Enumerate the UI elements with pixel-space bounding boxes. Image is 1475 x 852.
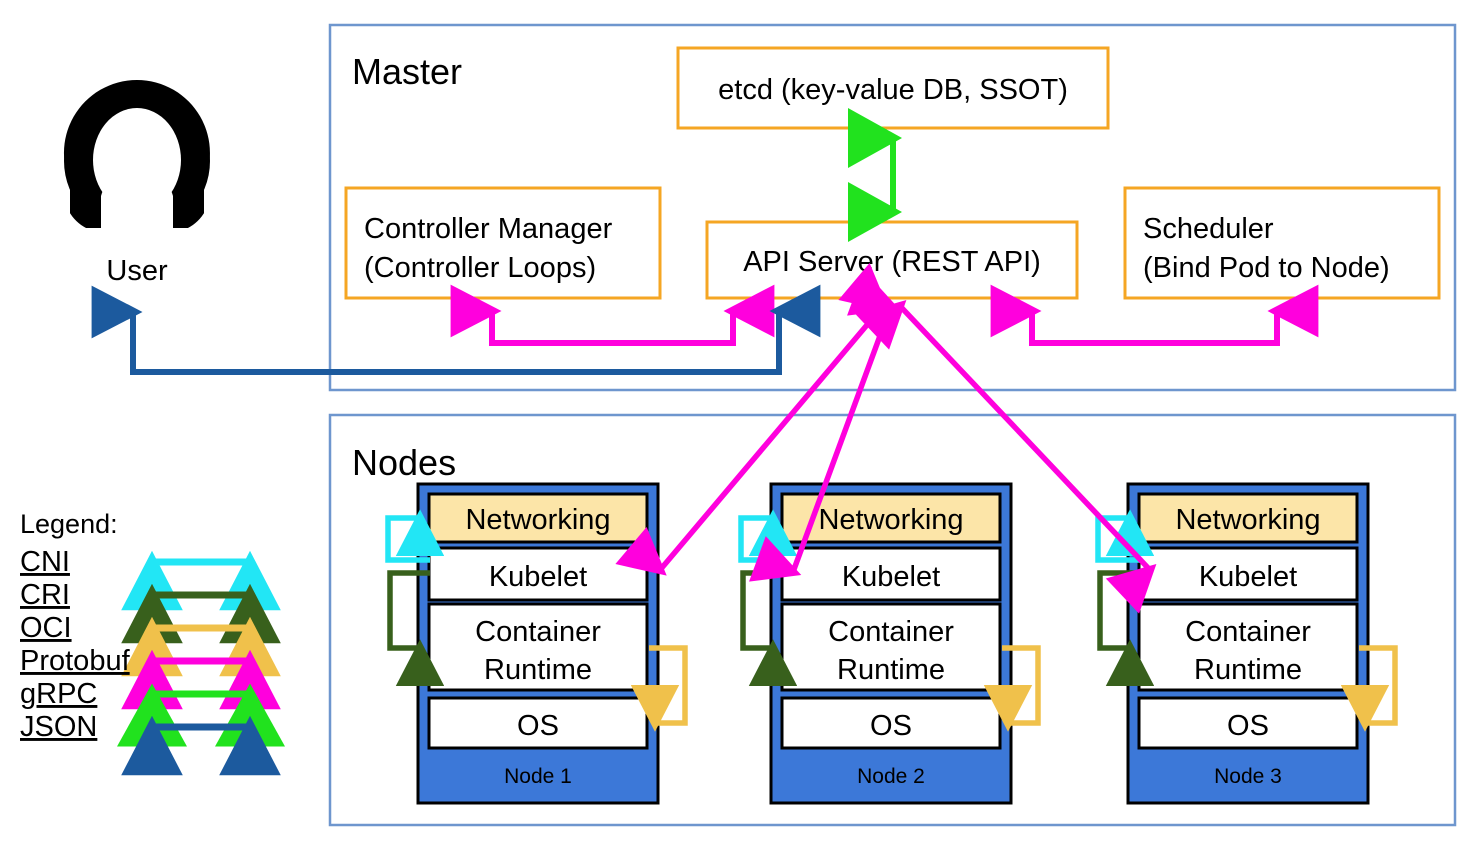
- legend-item-json-label[interactable]: JSON: [20, 711, 97, 743]
- api-server-label: API Server (REST API): [743, 246, 1041, 278]
- node-1-os-label: OS: [517, 710, 559, 742]
- node-3-label: Node 3: [1214, 765, 1282, 788]
- node-1-kubelet-label: Kubelet: [489, 561, 587, 593]
- legend-item-cni-label[interactable]: CNI: [20, 546, 70, 578]
- legend-item-oci-label[interactable]: OCI: [20, 612, 72, 644]
- node-2-os-label: OS: [870, 710, 912, 742]
- node-2-os-box[interactable]: [780, 696, 1002, 750]
- node-3-os-label: OS: [1227, 710, 1269, 742]
- connector-node-1-oci: [630, 645, 688, 732]
- node-2-networking-label: Networking: [818, 504, 963, 536]
- node-3-kubelet-box[interactable]: [1137, 546, 1359, 602]
- connector-node-1-cri: [387, 570, 445, 686]
- node-3-os-box[interactable]: [1137, 696, 1359, 750]
- controller-manager-label-line1: Controller Manager: [364, 213, 613, 245]
- node-1-networking-label: Networking: [465, 504, 610, 536]
- legend-item-grpc-label[interactable]: gRPC: [20, 678, 97, 710]
- nodes-title: Nodes: [352, 442, 456, 483]
- node-1-label: Node 1: [504, 765, 572, 788]
- connector-node-3-oci: [1340, 645, 1398, 732]
- node-3-container-runtime-box[interactable]: [1137, 602, 1359, 692]
- scheduler-label-line1: Scheduler: [1143, 213, 1274, 245]
- node-1-container-runtime-box[interactable]: [427, 602, 649, 692]
- user-avatar-icon: [60, 80, 215, 295]
- node-2-kubelet-label: Kubelet: [842, 561, 940, 593]
- master-title: Master: [352, 51, 462, 92]
- connector-node-1-cni: [385, 509, 445, 563]
- controller-manager-box[interactable]: [344, 186, 662, 300]
- connector-controllermanager-apiserver-protobuf: [450, 284, 775, 346]
- legend-item-cri-label[interactable]: CRI: [20, 579, 70, 611]
- legend: Legend: CNI CRI OCI Protobuf gRPC JSON: [20, 509, 285, 776]
- node-2-container-runtime-label-line1: Container: [828, 616, 954, 648]
- node-3-networking-label: Networking: [1175, 504, 1320, 536]
- connector-scheduler-apiserver-protobuf: [990, 284, 1319, 346]
- user-label: User: [106, 255, 168, 287]
- etcd-label: etcd (key-value DB, SSOT): [718, 74, 1068, 106]
- legend-item-protobuf-label[interactable]: Protobuf: [20, 645, 131, 677]
- scheduler-label-line2: (Bind Pod to Node): [1143, 252, 1390, 284]
- node-1-container-runtime-label-line2: Runtime: [484, 654, 592, 686]
- legend-title: Legend:: [20, 509, 118, 539]
- node-2-container-runtime-box[interactable]: [780, 602, 1002, 692]
- node-3-kubelet-label: Kubelet: [1199, 561, 1297, 593]
- node-3-container-runtime-label-line2: Runtime: [1194, 654, 1302, 686]
- node-3[interactable]: Networking Kubelet Container Runtime OS …: [1126, 482, 1370, 805]
- scheduler-box[interactable]: [1123, 186, 1441, 300]
- node-2-label: Node 2: [857, 765, 925, 788]
- node-1[interactable]: Networking Kubelet Container Runtime OS …: [416, 482, 660, 805]
- node-1-container-runtime-label-line1: Container: [475, 616, 601, 648]
- node-2-container-runtime-label-line2: Runtime: [837, 654, 945, 686]
- connector-node-2-oci: [983, 645, 1041, 732]
- node-3-container-runtime-label-line1: Container: [1185, 616, 1311, 648]
- controller-manager-label-line2: (Controller Loops): [364, 252, 596, 284]
- connector-apiserver-node3-protobuf: [855, 299, 1157, 614]
